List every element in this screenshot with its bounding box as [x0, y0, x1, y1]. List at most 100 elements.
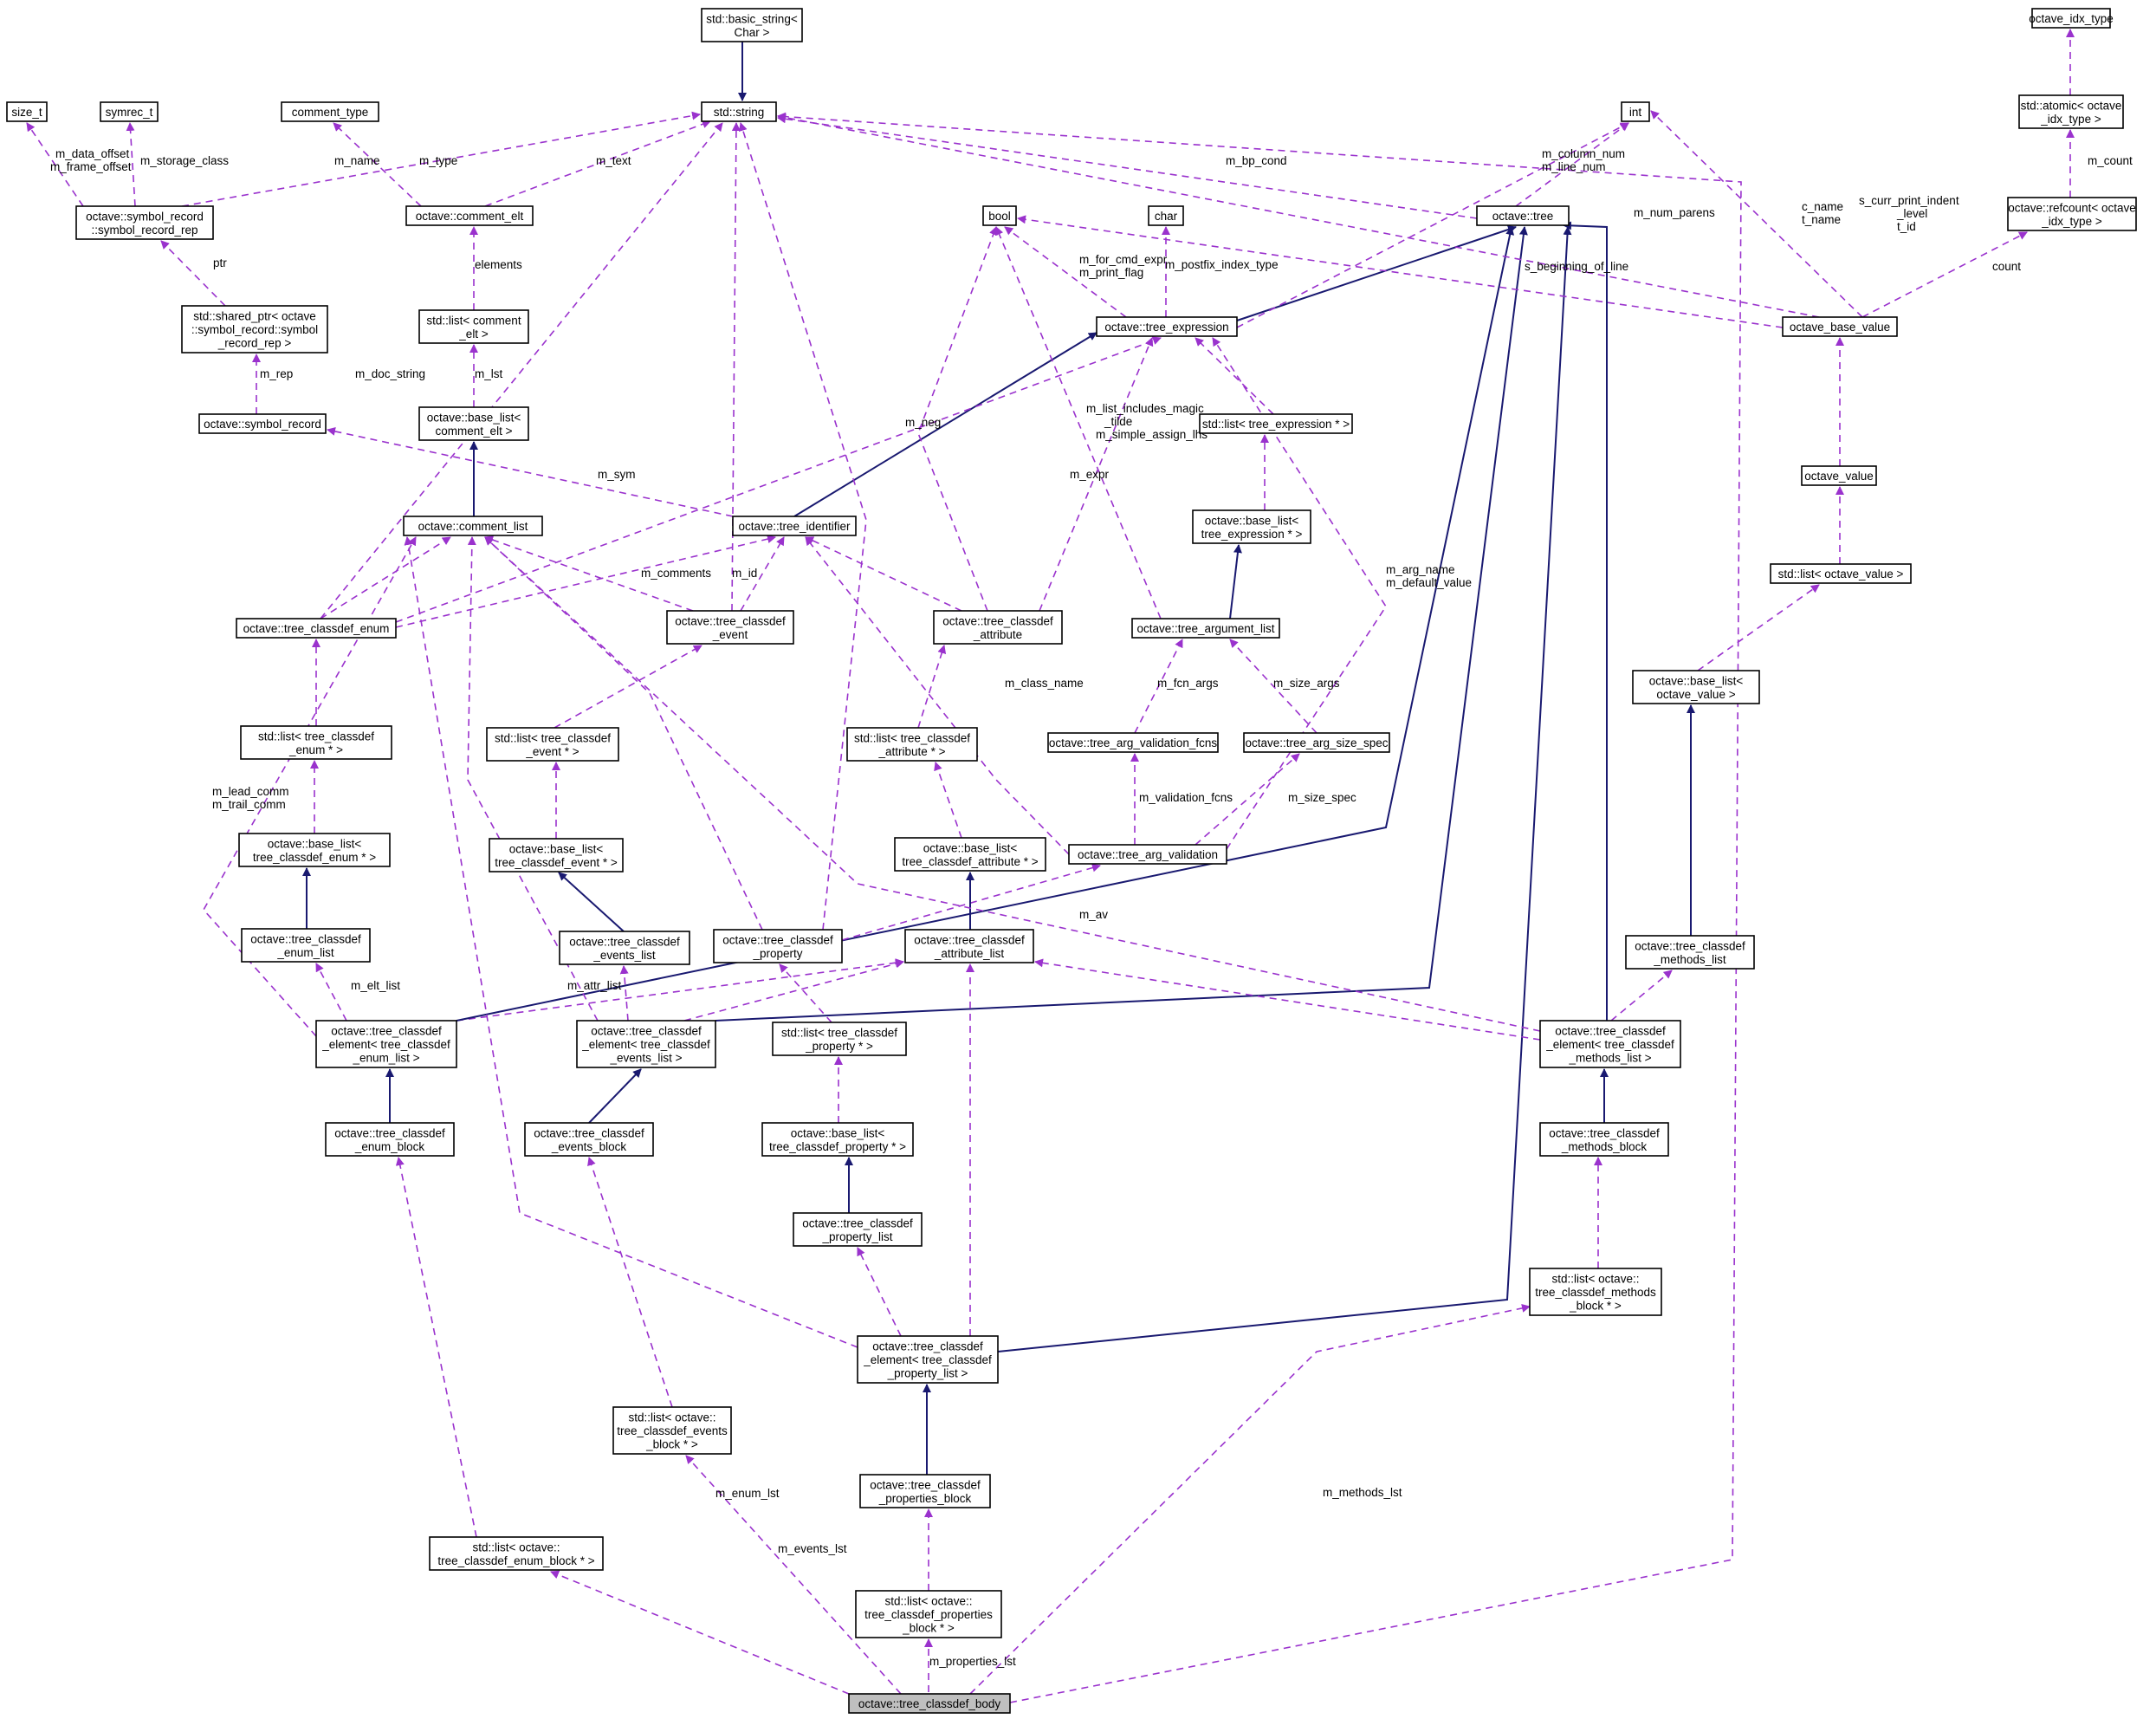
class-node-list_methods_block[interactable]: std::list< octave::tree_classdef_methods… — [1529, 1268, 1662, 1316]
class-node-label: octave::symbol_record — [204, 418, 321, 431]
class-node-box — [666, 610, 794, 645]
class-node-basic_string[interactable]: std::basic_string<Char > — [701, 8, 803, 42]
class-node-tree[interactable]: octave::tree — [1476, 205, 1570, 226]
class-node-base_list_enum[interactable]: octave::base_list<tree_classdef_enum * > — [238, 833, 391, 867]
class-node-list_tree_expression[interactable]: std::list< tree_expression * > — [1199, 413, 1353, 434]
class-node-enum_list[interactable]: octave::tree_classdef_enum_list — [241, 928, 371, 963]
class-node-arg_validation_fcns[interactable]: octave::tree_arg_validation_fcns — [1047, 732, 1219, 753]
class-node-events_list[interactable]: octave::tree_classdef_events_list — [559, 931, 690, 965]
class-node-element_property[interactable]: octave::tree_classdef_element< tree_clas… — [857, 1335, 999, 1384]
class-node-tree_identifier[interactable]: octave::tree_identifier — [732, 516, 857, 536]
class-node-label: octave::symbol_record — [86, 210, 204, 223]
class-node-label: octave::tree_classdef_enum — [243, 622, 390, 635]
class-node-list_classdef_property[interactable]: std::list< tree_classdef_property * > — [772, 1022, 907, 1056]
class-node-label: tree_classdef_property * > — [769, 1140, 906, 1153]
class-node-list_classdef_attribute[interactable]: std::list< tree_classdef_attribute * > — [846, 727, 978, 762]
edge-arg_size_spec-to-tree_argument_list — [1229, 639, 1318, 734]
class-node-base_list_tree_expression[interactable]: octave::base_list<tree_expression * > — [1192, 509, 1311, 544]
class-node-box — [325, 1122, 455, 1157]
class-node-base_list_octave_value[interactable]: octave::base_list<octave_value > — [1632, 670, 1760, 704]
class-node-label: octave::tree_classdef — [569, 935, 680, 948]
class-node-shared_ptr[interactable]: std::shared_ptr< octave::symbol_record::… — [181, 305, 328, 354]
class-node-box — [1539, 1122, 1669, 1157]
class-node-classdef_body[interactable]: octave::tree_classdef_body — [848, 1693, 1011, 1714]
class-node-base_list_property[interactable]: octave::base_list<tree_classdef_property… — [761, 1122, 914, 1157]
class-node-refcount[interactable]: octave::refcount< octave_idx_type > — [2007, 197, 2137, 231]
class-node-int[interactable]: int — [1621, 101, 1650, 122]
class-node-comment_elt[interactable]: octave::comment_elt — [405, 205, 534, 226]
class-node-string[interactable]: std::string — [701, 101, 777, 122]
class-node-properties_block[interactable]: octave::tree_classdef_properties_block — [859, 1474, 991, 1508]
class-node-element_events[interactable]: octave::tree_classdef_element< tree_clas… — [576, 1020, 716, 1068]
class-node-char[interactable]: char — [1148, 205, 1184, 226]
class-node-size_t[interactable]: size_t — [6, 101, 48, 122]
class-node-list_enum_block[interactable]: std::list< octave::tree_classdef_enum_bl… — [429, 1536, 604, 1571]
class-node-box — [1529, 1268, 1662, 1316]
class-node-octave_value[interactable]: octave_value — [1801, 465, 1877, 486]
class-node-box — [855, 1590, 1002, 1638]
edge-list_tree_expression-to-tree_expression — [1195, 337, 1274, 415]
class-node-classdef_property[interactable]: octave::tree_classdef_property — [713, 929, 843, 963]
class-node-list_classdef_event[interactable]: std::list< tree_classdef_event * > — [486, 727, 619, 762]
class-node-label: std::list< comment — [426, 314, 521, 327]
class-node-tree_expression[interactable]: octave::tree_expression — [1096, 316, 1238, 337]
class-node-symrec_t[interactable]: symrec_t — [100, 101, 159, 122]
edge-label: _level — [1896, 207, 1927, 220]
edge-label: m_for_cmd_expr — [1079, 253, 1168, 266]
class-node-atomic[interactable]: std::atomic< octave_idx_type > — [2018, 94, 2124, 129]
class-node-classdef_event[interactable]: octave::tree_classdef_event — [666, 610, 794, 645]
class-node-bool[interactable]: bool — [982, 205, 1017, 226]
class-node-label: _idx_type > — [2041, 215, 2102, 228]
class-node-box — [405, 205, 534, 226]
class-node-classdef_attribute[interactable]: octave::tree_classdef_attribute — [933, 610, 1063, 645]
class-node-element_methods[interactable]: octave::tree_classdef_element< tree_clas… — [1539, 1020, 1681, 1068]
class-node-box — [2031, 8, 2111, 29]
class-node-label: _attribute * > — [878, 745, 946, 758]
class-node-list_events_block[interactable]: std::list< octave::tree_classdef_events_… — [612, 1406, 732, 1455]
class-node-list_comment_elt[interactable]: std::list< comment_elt > — [418, 309, 529, 344]
edge-label: m_size_args — [1273, 677, 1340, 690]
class-node-list_octave_value[interactable]: std::list< octave_value > — [1770, 563, 1912, 584]
class-node-label: int — [1629, 106, 1642, 119]
class-node-box — [576, 1020, 716, 1068]
class-node-label: octave::tree_classdef — [331, 1025, 442, 1038]
class-node-classdef_enum[interactable]: octave::tree_classdef_enum — [236, 618, 397, 639]
class-node-label: octave::tree_classdef — [872, 1340, 983, 1353]
class-node-property_list[interactable]: octave::tree_classdef_property_list — [793, 1212, 923, 1247]
edge-element_events-to-attribute_list — [683, 959, 904, 1022]
edge-classdef_enum-to-tree_identifier — [395, 535, 776, 628]
class-node-symbol_record[interactable]: octave::symbol_record — [198, 413, 327, 434]
class-node-tree_argument_list[interactable]: octave::tree_argument_list — [1131, 618, 1280, 639]
class-node-enum_block[interactable]: octave::tree_classdef_enum_block — [325, 1122, 455, 1157]
class-node-methods_block[interactable]: octave::tree_classdef_methods_block — [1539, 1122, 1669, 1157]
class-node-list_classdef_enum[interactable]: std::list< tree_classdef_enum * > — [240, 725, 392, 760]
class-node-label: _methods_list > — [1569, 1052, 1652, 1065]
class-node-base_list_comment_elt[interactable]: octave::base_list<comment_elt > — [418, 406, 529, 441]
class-node-label: tree_classdef_enum * > — [253, 851, 376, 864]
class-node-label: std::list< octave:: — [885, 1595, 973, 1608]
edge-list_enum_block-to-enum_block — [395, 1157, 477, 1538]
class-node-label: octave::base_list< — [1649, 674, 1744, 687]
class-node-arg_validation[interactable]: octave::tree_arg_validation — [1068, 844, 1227, 865]
edge-label: m_data_offset — [55, 147, 130, 160]
class-node-octave_base_value[interactable]: octave_base_value — [1782, 316, 1898, 337]
class-node-list_properties_block[interactable]: std::list< octave::tree_classdef_propert… — [855, 1590, 1002, 1638]
class-node-element_enum[interactable]: octave::tree_classdef_element< tree_clas… — [315, 1020, 457, 1068]
class-node-base_list_event[interactable]: octave::base_list<tree_classdef_event * … — [489, 838, 624, 872]
class-node-arg_size_spec[interactable]: octave::tree_arg_size_spec — [1243, 732, 1390, 753]
class-node-symbol_record_rep[interactable]: octave::symbol_record::symbol_record_rep — [75, 205, 214, 240]
class-node-octave_idx_type[interactable]: octave_idx_type — [2029, 8, 2114, 29]
edge-base_list_attribute-to-list_classdef_attribute — [934, 762, 962, 839]
class-node-events_block[interactable]: octave::tree_classdef_events_block — [524, 1122, 654, 1157]
class-node-label: _attribute — [973, 628, 1022, 641]
class-node-comment_list[interactable]: octave::comment_list — [403, 516, 543, 536]
class-node-box — [1782, 316, 1898, 337]
class-node-attribute_list[interactable]: octave::tree_classdef_attribute_list — [904, 929, 1034, 963]
edge-label: m_lead_comm — [212, 785, 289, 798]
class-node-comment_type[interactable]: comment_type — [281, 101, 379, 122]
class-node-label: octave::base_list< — [1205, 514, 1299, 527]
class-node-label: _block * > — [1569, 1300, 1622, 1313]
class-node-base_list_attribute[interactable]: octave::base_list<tree_classdef_attribut… — [894, 837, 1046, 872]
class-node-box — [198, 413, 327, 434]
class-node-methods_list[interactable]: octave::tree_classdef_methods_list — [1625, 935, 1755, 970]
